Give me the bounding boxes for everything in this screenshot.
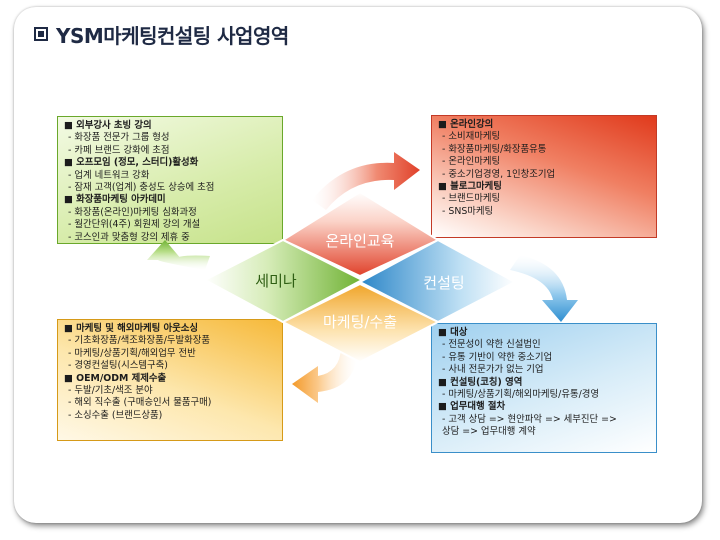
consulting-box: ■ 대상- 전문성이 약한 신설법인- 유통 기반이 약한 중소기업- 사내 전… — [431, 323, 657, 453]
section-heading: ■ 온라인강의 — [438, 119, 494, 130]
list-item: - 전문성이 약한 신설법인 — [442, 339, 541, 351]
arrow-to-seminar-icon — [147, 240, 210, 270]
diamond-marketing-export: 마케팅/수출 — [280, 282, 441, 364]
list-item: - 소싱수출 (브랜드상품) — [68, 409, 163, 421]
list-item: - 기초화장품/색조화장품/두발화장품 — [68, 335, 211, 347]
list-item: - 마케팅/상품기획/해외업무 전반 — [68, 347, 196, 359]
arrow-to-consulting-icon — [510, 255, 578, 322]
arrow-to-marketing-export-icon — [292, 348, 357, 403]
list-item: - 브랜드마케팅 — [442, 193, 501, 205]
list-item: - 유통 기반이 약한 중소기업 — [442, 351, 553, 363]
list-item: - 월간단위(4주) 회원제 강의 개설 — [68, 219, 201, 231]
section-heading: ■ OEM/ODM 제제수출 — [64, 372, 167, 384]
section-heading: ■ 컨설팅(코칭) 영역 — [438, 376, 523, 388]
list-item: - 잠재 고객(업계) 충성도 상승에 초점 — [68, 182, 215, 194]
arrow-to-online-education-icon — [312, 152, 420, 210]
diamond-label-seminar: 세미나 — [255, 272, 297, 290]
marketing-export-box: ■ 마케팅 및 해외마케팅 아웃소싱- 기초화장품/색조화장품/두발화장품- 마… — [57, 319, 283, 441]
list-item: - 두발/기초/색조 분야 — [68, 385, 153, 397]
list-item: - 마케팅/상품기획/해외마케팅/유통/경영 — [442, 389, 599, 401]
list-item: - 중소기업경영, 1인창조기업 — [442, 168, 556, 180]
diamond-seminar: 세미나 — [202, 238, 365, 324]
section-heading: ■ 대상 — [438, 327, 468, 338]
section-heading: ■ 블로그마케팅 — [438, 181, 502, 193]
online-education-box: ■ 온라인강의- 소비재마케팅- 화장품마케팅/화장품유통- 온라인마케팅- 중… — [431, 115, 657, 238]
list-item: - 화장품(온라인)마케팅 심화과정 — [68, 206, 197, 218]
list-item: - 온라인마케팅 — [442, 156, 501, 168]
list-item: - 화장품마케팅/화장품유통 — [442, 143, 547, 155]
diamond-online-education: 온라인교육 — [280, 190, 441, 278]
list-item: - 업계 네트워크 강화 — [68, 169, 150, 181]
list-item: - 소비재마케팅 — [442, 131, 501, 143]
seminar-box: ■ 외부강사 초빙 강의- 화장품 전문가 그룹 형성- 카페 브랜드 강화에 … — [57, 116, 283, 244]
list-item: 상담 => 업무대행 계약 — [442, 426, 536, 438]
diamond-label-marketing-export: 마케팅/수출 — [323, 313, 397, 331]
list-item: - 해외 직수출 (구매승인서 물품구매) — [68, 397, 212, 409]
diamond-label-online-education: 온라인교육 — [325, 232, 394, 250]
list-item: - 카페 브랜드 강화에 초점 — [68, 144, 170, 156]
page-title: YSM마케팅컨설팅 사업영역 — [56, 23, 289, 48]
list-item: - 경영컨설팅(시스템구축) — [68, 360, 168, 372]
title-row: YSM마케팅컨설팅 사업영역 — [34, 20, 289, 48]
section-heading: ■ 마케팅 및 해외마케팅 아웃소싱 — [64, 323, 199, 334]
section-heading: ■ 오프모임 (정모, 스터디)활성화 — [64, 157, 199, 169]
section-heading: ■ 화장품마케팅 아카데미 — [64, 194, 166, 206]
diamond-label-consulting: 컨설팅 — [423, 274, 464, 292]
list-item: - 코스인과 맞춤형 강의 제휴 중 — [68, 231, 190, 243]
list-item: - 고객 상담 => 현안파악 => 세부진단 => — [442, 413, 617, 425]
list-item: - SNS마케팅 — [442, 205, 494, 217]
list-item: - 화장품 전문가 그룹 형성 — [68, 132, 170, 144]
section-heading: ■ 업무대행 절차 — [438, 401, 506, 413]
square-bullet-icon — [34, 27, 48, 41]
section-heading: ■ 외부강사 초빙 강의 — [64, 120, 152, 131]
list-item: - 사내 전문가가 없는 기업 — [442, 364, 544, 376]
